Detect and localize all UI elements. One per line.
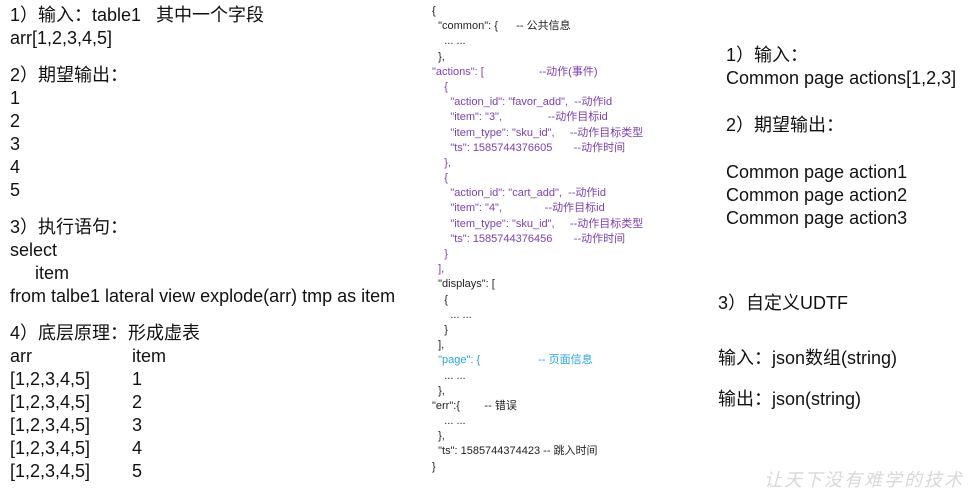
code-line: "actions": [ --动作(事件) bbox=[432, 65, 598, 78]
code-line: ... ... bbox=[432, 35, 466, 48]
code-line: } bbox=[432, 248, 448, 260]
code-line: ... ... bbox=[432, 415, 466, 428]
code-line: }, bbox=[432, 430, 445, 443]
code-line: ... ... bbox=[432, 369, 466, 382]
table-cell: 1 bbox=[132, 369, 143, 389]
table-cell: [1,2,3,4,5] bbox=[10, 438, 91, 458]
code-line: { bbox=[432, 5, 436, 17]
section-1-title: 1）输入：table1 其中一个字段 bbox=[10, 5, 265, 25]
right-section-3-title: 3）自定义UDTF bbox=[718, 293, 848, 313]
code-line: "item": "3", --动作目标id bbox=[432, 111, 608, 124]
code-line: "err":{ -- 错误 bbox=[432, 399, 517, 412]
code-line: } bbox=[432, 323, 448, 336]
code-line: ], bbox=[432, 339, 445, 352]
table-header: item bbox=[132, 346, 167, 366]
section-1-value: arr[1,2,3,4,5] bbox=[10, 28, 113, 48]
udtf-input: 输入：json数组(string) bbox=[718, 348, 898, 368]
code-line: "ts": 1585744374423 -- 跳入时间 bbox=[432, 445, 598, 458]
output-value: 2 bbox=[10, 111, 21, 131]
code-line: ], bbox=[432, 263, 445, 276]
code-line: { bbox=[432, 80, 448, 93]
code-line: }, bbox=[432, 384, 445, 397]
expected-output-list: 1 2 3 4 5 bbox=[10, 87, 430, 202]
right-column: 1）输入： Common page actions[1,2,3] 2）期望输出：… bbox=[718, 44, 976, 411]
code-line: ... ... bbox=[432, 308, 472, 321]
right-output-value: Common page action3 bbox=[726, 208, 908, 228]
right-section-1-value: Common page actions[1,2,3] bbox=[726, 68, 957, 88]
sql-line: select bbox=[10, 240, 58, 260]
udtf-output: 输出：json(string) bbox=[718, 389, 862, 409]
table-cell: 5 bbox=[132, 461, 143, 481]
json-code-block: { "common": { -- 公共信息 ... ... }, "actions… bbox=[432, 4, 702, 475]
code-line: }, bbox=[432, 156, 451, 169]
output-value: 1 bbox=[10, 88, 21, 108]
output-value: 4 bbox=[10, 157, 21, 177]
section-3-title: 3）执行语句： bbox=[10, 217, 129, 237]
code-line: { bbox=[432, 172, 448, 185]
sql-statement: select item from talbe1 lateral view exp… bbox=[10, 239, 430, 308]
code-line: "item_type": "sku_id", --动作目标类型 bbox=[432, 217, 644, 230]
table-cell: 3 bbox=[132, 415, 143, 435]
right-output-value: Common page action1 bbox=[726, 162, 908, 182]
code-line: }, bbox=[432, 50, 445, 63]
table-cell: [1,2,3,4,5] bbox=[10, 392, 91, 412]
right-section-2-title: 2）期望输出： bbox=[726, 115, 845, 135]
code-line: "ts": 1585744376605 --动作时间 bbox=[432, 141, 626, 154]
left-column: 1）输入：table1 其中一个字段 arr[1,2,3,4,5] 2）期望输出… bbox=[10, 4, 430, 483]
code-line: "action_id": "cart_add", --动作id bbox=[432, 187, 606, 200]
code-line: { bbox=[432, 293, 448, 306]
code-line: } bbox=[432, 460, 436, 473]
table-header: arr bbox=[10, 346, 32, 366]
watermark-text: 让天下没有难学的技术 bbox=[764, 470, 964, 491]
sql-line: item bbox=[10, 263, 70, 283]
sql-line: from talbe1 lateral view explode(arr) tm… bbox=[10, 286, 396, 306]
code-line: "page": { -- 页面信息 bbox=[432, 354, 593, 367]
output-value: 3 bbox=[10, 134, 21, 154]
code-line: "item": "4", --动作目标id bbox=[432, 202, 605, 215]
section-2-title: 2）期望输出： bbox=[10, 65, 129, 85]
table-cell: [1,2,3,4,5] bbox=[10, 415, 91, 435]
section-4-title: 4）底层原理：形成虚表 bbox=[10, 323, 201, 343]
code-line: "displays": [ bbox=[432, 278, 495, 291]
virtual-table: arr item [1,2,3,4,5] 1 [1,2,3,4,5] 2 [1,… bbox=[10, 345, 430, 483]
right-section-1-title: 1）输入： bbox=[726, 45, 809, 65]
table-cell: [1,2,3,4,5] bbox=[10, 461, 91, 481]
code-line: "item_type": "sku_id", --动作目标类型 bbox=[432, 126, 644, 139]
right-output-value: Common page action2 bbox=[726, 185, 908, 205]
code-line: "action_id": "favor_add", --动作id bbox=[432, 96, 613, 109]
code-line: "ts": 1585744376456 --动作时间 bbox=[432, 232, 626, 245]
code-line: "common": { -- 公共信息 bbox=[432, 20, 571, 33]
table-cell: [1,2,3,4,5] bbox=[10, 369, 91, 389]
output-value: 5 bbox=[10, 180, 21, 200]
table-cell: 2 bbox=[132, 392, 143, 412]
table-cell: 4 bbox=[132, 438, 143, 458]
